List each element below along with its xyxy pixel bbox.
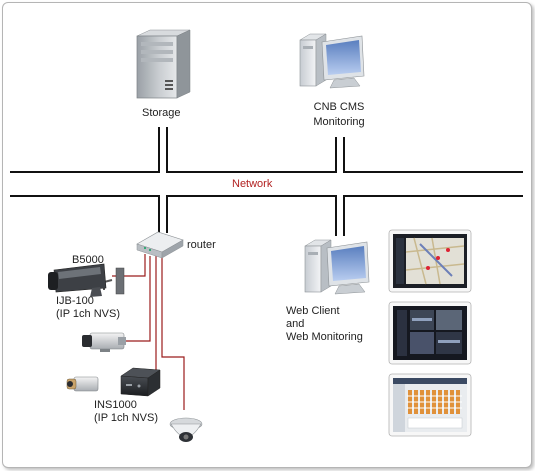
workstation-icon (299, 33, 365, 89)
ijb-label-line2: (IP 1ch NVS) (56, 308, 120, 320)
web-label-line1: Web Client (286, 305, 340, 317)
ins-label-line2: (IP 1ch NVS) (94, 412, 158, 424)
network-bus (10, 127, 523, 236)
web-label-line3: Web Monitoring (286, 331, 363, 343)
router-label: router (187, 239, 216, 251)
cms-label: CNB CMS Monitoring (302, 101, 376, 128)
ins-label: INS1000 (IP 1ch NVS) (94, 399, 158, 424)
monitoring-screenshot-icon (388, 301, 472, 365)
ijb-label: IJB-100 (IP 1ch NVS) (56, 295, 120, 320)
router-icon (136, 231, 184, 259)
monitoring-screenshot-icon (388, 229, 472, 293)
box-camera-icon (66, 376, 99, 392)
box-camera-icon (82, 332, 126, 352)
server-icon (136, 29, 191, 99)
storage-label: Storage (142, 107, 181, 119)
workstation-icon (304, 239, 370, 295)
b5000-label: B5000 (72, 254, 104, 266)
cms-label-line2: Monitoring (313, 116, 365, 128)
web-label-line2: and (286, 318, 305, 330)
box-camera-icon (48, 263, 125, 297)
monitoring-screenshot-icon (388, 373, 472, 437)
network-label: Network (232, 178, 273, 190)
ijb-label-line1: IJB-100 (56, 295, 94, 307)
web-client-label: Web Client and Web Monitoring (286, 305, 363, 343)
nvs-encoder-icon (120, 367, 161, 397)
cms-label-line1: CNB CMS (313, 101, 365, 113)
ins-label-line1: INS1000 (94, 399, 137, 411)
dome-camera-icon (169, 417, 203, 442)
